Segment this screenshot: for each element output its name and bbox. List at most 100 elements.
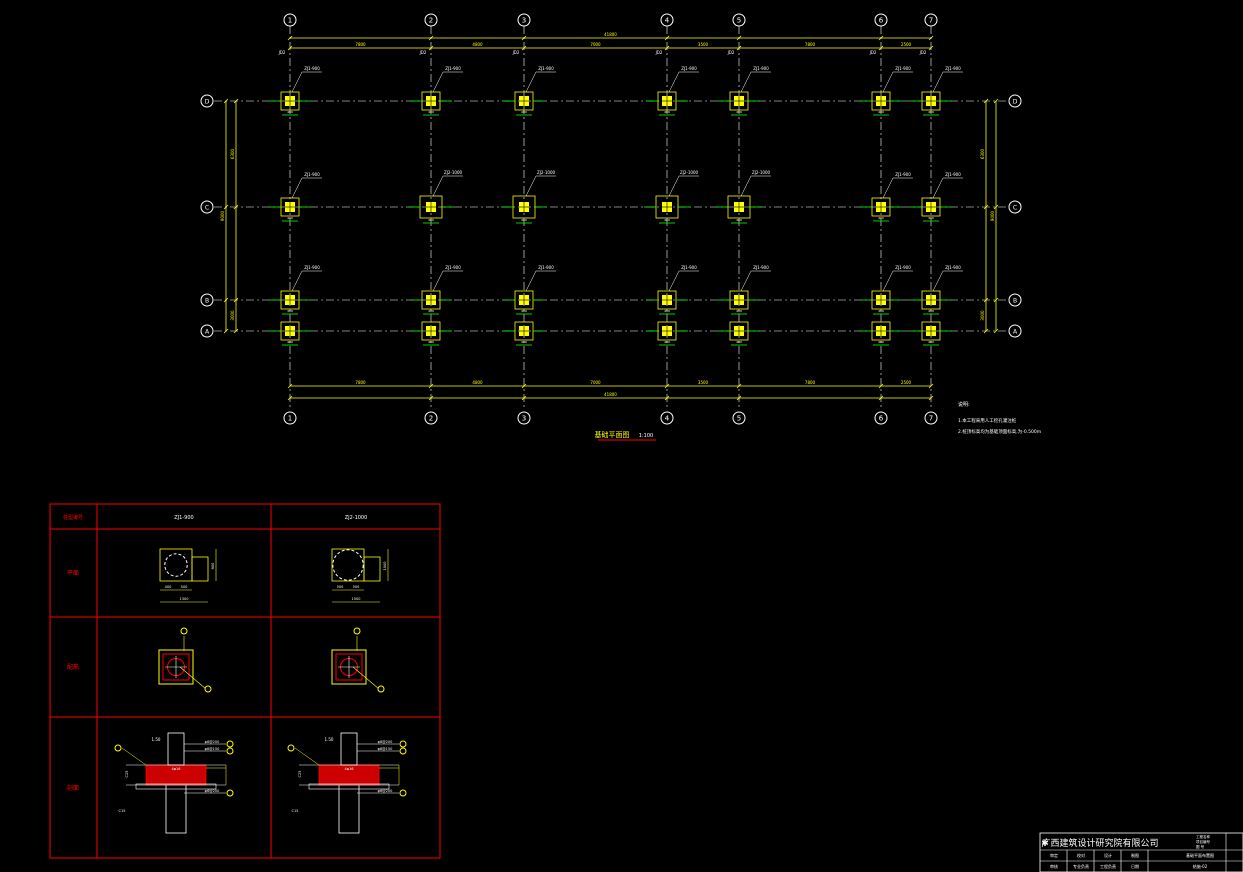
dim-tick <box>223 98 229 104</box>
axis-bubble-bottom <box>660 411 674 425</box>
dim-tick <box>983 98 989 104</box>
dim-seg: 7800 <box>355 42 366 47</box>
section-text: 1.50 <box>152 737 161 742</box>
notes-title: 说明: <box>958 401 970 408</box>
pile-label: ZJ2-1000 <box>752 170 771 175</box>
axis-label-bottom: 4 <box>665 415 670 423</box>
section-text: φ8@150 <box>205 747 220 751</box>
dim-tick <box>993 328 999 334</box>
dim-tick <box>736 383 742 389</box>
cap-ext <box>191 556 209 582</box>
leader-line <box>932 177 944 199</box>
axis-label-top: 4 <box>665 17 670 25</box>
pile-label: ZJ1-900 <box>304 172 320 177</box>
pile-cap: 400 <box>410 321 452 346</box>
detail-dim-text: 900 <box>211 563 215 570</box>
dim-v-seg: 3000 <box>230 310 235 321</box>
joint-tag: JD2 <box>869 50 877 55</box>
pile-label: ZJ1-900 <box>304 66 320 71</box>
dim-tick <box>983 328 989 334</box>
axis-label-left: A <box>205 329 210 336</box>
rebar-inner <box>335 653 363 681</box>
dim-tick <box>664 383 670 389</box>
axis-bubble-left <box>200 94 214 108</box>
pile-cap: 400 ZJ1-900 <box>860 172 913 222</box>
axis-bubble-bottom <box>924 411 938 425</box>
pile-dim: 400 <box>287 216 293 220</box>
dim-seg: 2500 <box>901 42 912 47</box>
section-text: C25 <box>125 771 129 778</box>
titleblock-small: 项目编号 <box>1196 839 1211 844</box>
pile-dim: 400 <box>287 309 293 313</box>
dim-tick <box>736 35 742 41</box>
cap-ext <box>363 556 381 582</box>
pile-dim: 400 <box>664 218 670 222</box>
axis-bubble-right <box>1008 200 1022 214</box>
section-text: φ8@200 <box>205 740 220 744</box>
pile-dim: 400 <box>928 309 934 313</box>
plan-scale: 1:100 <box>639 433 653 439</box>
pile-label: ZJ1-900 <box>681 66 697 71</box>
dim-tick <box>664 395 670 401</box>
pile-label: ZJ1-900 <box>445 265 461 270</box>
pile-dim: 400 <box>664 110 670 114</box>
section-mark <box>114 744 122 752</box>
axis-label-top: 1 <box>288 17 292 25</box>
company-name: 广西建筑设计研究院有限公司 <box>1041 837 1158 849</box>
detail-dim-text: 1500 <box>352 597 361 601</box>
pile-label: ZJ1-900 <box>538 66 554 71</box>
axis-label-top: 6 <box>879 17 884 25</box>
section-mark <box>226 740 234 748</box>
pile-rebar-detail <box>158 627 212 693</box>
column-section <box>340 732 358 766</box>
dim-seg: 4800 <box>472 42 483 47</box>
pile-label: ZJ1-900 <box>895 172 911 177</box>
axis-label-left: D <box>205 99 210 106</box>
dim-seg: 7800 <box>805 42 816 47</box>
leader-line <box>291 270 303 292</box>
dim-tick <box>287 35 293 41</box>
pile-cap: 400 <box>718 321 760 346</box>
rebar-mark <box>180 627 188 635</box>
dim-v-seg: 6300 <box>980 148 985 159</box>
rebar-mark <box>204 685 212 693</box>
pile-dim: 400 <box>664 340 670 344</box>
dim-tick <box>664 45 670 51</box>
pile-dim: 400 <box>878 216 884 220</box>
dim-tick <box>878 35 884 41</box>
table-row-label-rebar: 配筋 <box>67 663 79 671</box>
table-row-label-plan: 平面 <box>67 570 79 577</box>
dim-total: 41800 <box>604 32 617 37</box>
axis-label-top: 7 <box>929 17 933 25</box>
detail-dim-text: 1300 <box>180 597 189 601</box>
pile-label: ZJ1-900 <box>945 66 961 71</box>
titleblock-cell: 校对 <box>1077 852 1085 858</box>
pile-circle <box>164 553 188 577</box>
title-block: ✱广西建筑设计研究院有限公司工程名称项目编号图 号审定校对设计制图审核专业负责工… <box>1039 832 1243 872</box>
leader-line <box>432 175 444 197</box>
leader-line <box>668 71 680 93</box>
pile-circle <box>332 549 364 581</box>
dim-seg: 7800 <box>805 380 816 385</box>
section-mark <box>399 747 407 755</box>
pile-dim: 400 <box>928 216 934 220</box>
pile-label: ZJ1-900 <box>753 66 769 71</box>
joint-tag: JD2 <box>512 50 520 55</box>
pile-label: ZJ1-900 <box>945 265 961 270</box>
dim-tick <box>287 383 293 389</box>
company-logo-icon: ✱ <box>1041 839 1049 849</box>
dim-seg: 7000 <box>590 42 601 47</box>
dim-tick <box>223 328 229 334</box>
pile-dim: 400 <box>664 309 670 313</box>
section-text: φ8@200 <box>378 740 393 744</box>
table-header-col2: ZJ2-1000 <box>345 515 368 521</box>
table-header-col1: ZJ1-900 <box>174 515 193 521</box>
rebar-mark <box>377 685 385 693</box>
dim-tick <box>428 45 434 51</box>
